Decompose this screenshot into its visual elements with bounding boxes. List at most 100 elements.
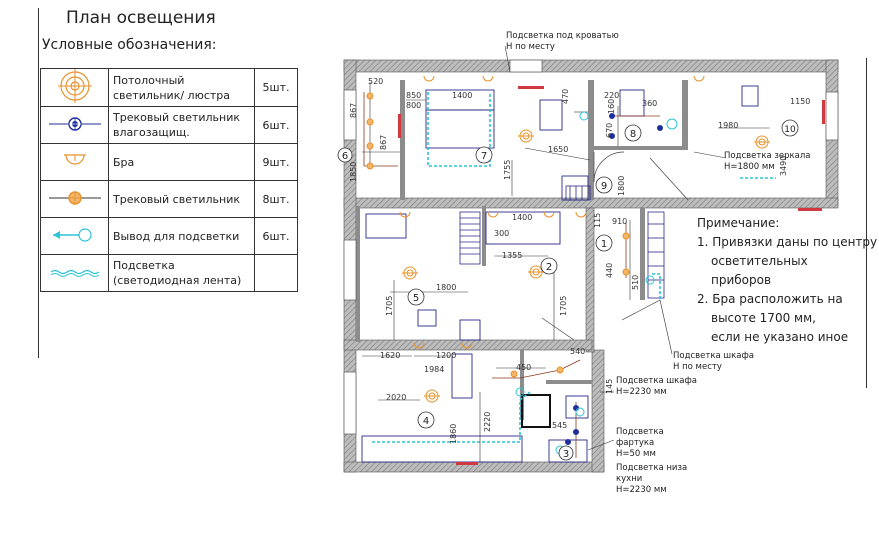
track-light-waterproof-icon: [573, 405, 579, 411]
ceiling-light-icon: [754, 135, 770, 149]
frame-line-left: [38, 8, 39, 358]
door-swings: [541, 151, 689, 341]
callout-wardrobe-light-2: Подсветка шкафа Н=2230 мм: [616, 376, 697, 397]
dimension-label: 1650: [548, 145, 568, 154]
track-light-waterproof-icon: [565, 439, 571, 445]
frame-line-right: [866, 58, 867, 388]
dimension-label: 440: [605, 263, 614, 278]
dimension-label: 450: [516, 363, 531, 372]
dimension-label: 1980: [718, 121, 738, 130]
note-line: высоте 1700 мм,: [711, 311, 816, 325]
room-markers: [337, 119, 799, 461]
legend-table: Потолочный светильник/ люстра 5шт. Треко…: [40, 68, 298, 292]
sconce-icon: [413, 342, 425, 349]
dimension-label: 1860: [449, 424, 458, 444]
dimension-label: 160: [607, 99, 616, 114]
track-light-waterproof-icon: [657, 125, 663, 131]
dimension-label: 300: [494, 229, 509, 238]
room-number: 1: [601, 239, 607, 250]
lighting-outlet-icon: [666, 118, 678, 130]
dimension-label: 1800: [436, 283, 456, 292]
callout-mirror-light: Подсветка зеркала Н=1800 мм: [724, 151, 811, 172]
dimension-label: 470: [561, 89, 570, 104]
dimension-label: 220: [604, 91, 619, 100]
dimension-label: 850: [406, 91, 421, 100]
ceiling-light-icon: [402, 266, 418, 280]
track-light-waterproof-icon: [609, 113, 615, 119]
sconce-icon: [543, 211, 555, 218]
callout-wardrobe-light-1: Подсветка шкафа Н по месту: [673, 351, 754, 372]
track-light-icon: [510, 370, 518, 378]
legend-label: Потолочный светильник/ люстра: [108, 68, 255, 107]
legend-count: [254, 254, 298, 292]
dimension-label: 1984: [424, 365, 444, 374]
room-number: 4: [423, 416, 429, 427]
room-number: 3: [563, 449, 569, 460]
track-light-waterproof-icon: [573, 429, 579, 435]
notes-heading: Примечание:: [697, 216, 780, 230]
room-labels: 1 2 3 4 5 6 7 8 9 10: [342, 125, 796, 460]
room-number: 5: [413, 293, 419, 304]
legend-row-outlet: Вывод для подсветки 6шт.: [40, 217, 298, 255]
lighting-outlet-icon: [52, 227, 92, 242]
lighting-outlet-icon: [579, 111, 589, 121]
dimension-label: 545: [552, 421, 567, 430]
dimension-label: 670: [605, 123, 614, 138]
dimension-label: 510: [631, 275, 640, 290]
track-light-icon: [622, 268, 630, 276]
room-number: 10: [784, 125, 796, 135]
sconces: [399, 75, 705, 349]
legend-label: Бра: [108, 143, 255, 181]
legend-count: 8шт.: [254, 180, 298, 218]
dimension-label: 1755: [503, 160, 512, 180]
page-title: План освещения: [66, 8, 216, 28]
track-light-icon: [366, 142, 374, 150]
stair-hatching: [459, 185, 665, 299]
outer-walls: [343, 59, 839, 473]
legend-label: Вывод для подсветки: [108, 217, 255, 255]
room-number: 6: [342, 151, 348, 162]
dimension-label: 3490: [779, 156, 788, 176]
dimension-label: 910: [612, 217, 627, 226]
note-line: если не указано иное: [711, 330, 849, 344]
dimension-label: 145: [605, 379, 614, 394]
room-number: 2: [546, 262, 552, 273]
sconce-icon: [399, 211, 411, 218]
sconce-icon: [693, 75, 705, 82]
dimension-label: 800: [406, 101, 421, 110]
ceiling-lights: [402, 129, 770, 403]
legend-count: 9шт.: [254, 143, 298, 181]
note-line: осветительных: [711, 254, 808, 268]
windows: [343, 59, 839, 435]
lighting-outlet-icon: [575, 407, 585, 417]
led-strips: [372, 92, 776, 443]
notes-block: Примечание: 1. Привязки даны по центру о…: [697, 214, 877, 347]
legend-count: 6шт.: [254, 217, 298, 255]
lighting-outlet-icon: [645, 275, 655, 285]
dimension-label: 1400: [512, 213, 532, 222]
legend-label: Подсветка (светодиодная лента): [108, 254, 255, 292]
room-number: 8: [630, 129, 636, 140]
waterproof-track-lights: [565, 113, 663, 445]
note-line: приборов: [711, 273, 772, 287]
track-light-waterproof-icon: [609, 133, 615, 139]
track-light-waterproof-icon: [48, 116, 101, 131]
dimension-label: 520: [368, 77, 383, 86]
callout-bed-light: Подсветка под кроватью Н по месту: [506, 31, 619, 52]
track-light-icon: [366, 92, 374, 100]
dimension-lines: [362, 82, 770, 462]
inner-walls: [356, 80, 688, 420]
furniture: [361, 85, 759, 463]
sconce-icon: [487, 211, 499, 218]
dimension-label: 1400: [452, 91, 472, 100]
dimension-label: 1800: [617, 176, 626, 196]
ceiling-light-icon: [528, 265, 544, 279]
legend-row-led: Подсветка (светодиодная лента): [40, 254, 298, 292]
dimension-label: 115: [593, 213, 602, 228]
dimension-label: 1620: [380, 351, 400, 360]
track-light-icon: [366, 162, 374, 170]
dimension-label: 1355: [502, 251, 522, 260]
sconce-icon: [423, 75, 435, 82]
dimension-label: 2220: [483, 412, 492, 432]
